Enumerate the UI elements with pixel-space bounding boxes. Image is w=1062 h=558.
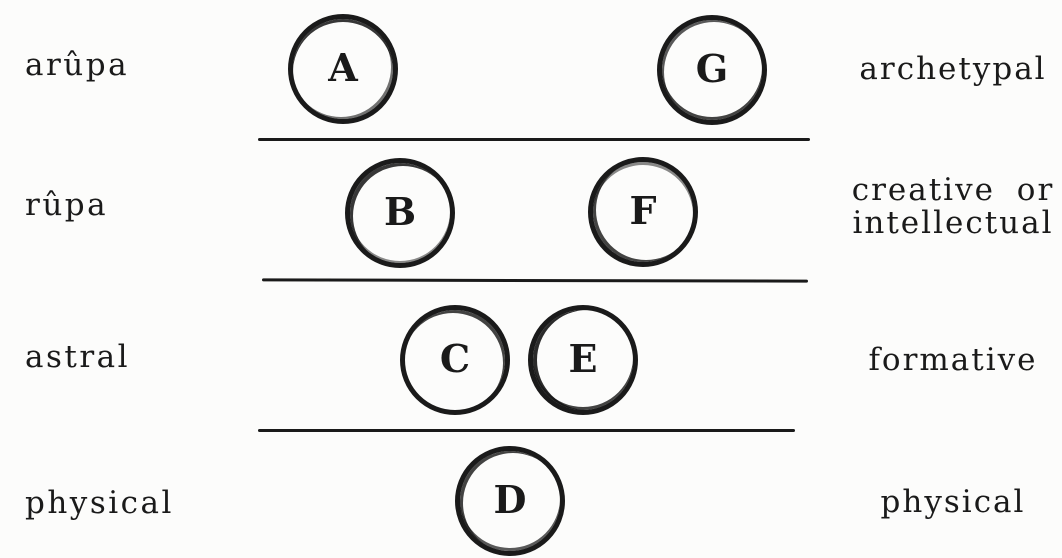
left-label-arupa: arûpa — [25, 47, 130, 83]
right-label-physical: physical — [843, 486, 1062, 519]
left-label-physical: physical — [25, 485, 174, 521]
circle-D-letter: D — [493, 477, 527, 522]
circle-B-letter: B — [383, 189, 417, 234]
left-label-rupa: rûpa — [25, 187, 109, 223]
circle-D: D — [455, 446, 565, 556]
circle-B: B — [345, 158, 455, 268]
circle-C: C — [400, 305, 510, 415]
right-label-line: formative — [868, 342, 1038, 378]
circle-G: G — [657, 15, 767, 125]
right-label-line: intellectual — [852, 205, 1054, 241]
plane-divider-line-3 — [258, 429, 795, 432]
circle-F: F — [588, 157, 698, 267]
plane-divider-line-1 — [258, 138, 810, 141]
circle-E: E — [528, 305, 638, 415]
right-label-formative: formative — [843, 344, 1062, 377]
circle-E-letter: E — [568, 336, 598, 381]
circle-G-letter: G — [695, 46, 729, 91]
circle-C-letter: C — [439, 336, 471, 381]
right-label-line: creative or — [851, 172, 1055, 208]
circle-A: A — [288, 14, 398, 124]
circle-F-letter: F — [629, 188, 657, 233]
right-label-creative-or-intellectual: creative or intellectual — [843, 174, 1062, 240]
left-label-astral: astral — [25, 339, 131, 375]
right-label-archetypal: archetypal — [843, 53, 1062, 86]
circle-A-letter: A — [328, 45, 358, 90]
right-label-line: physical — [880, 484, 1026, 520]
plane-divider-line-2 — [261, 278, 809, 283]
right-label-line: archetypal — [859, 51, 1047, 87]
